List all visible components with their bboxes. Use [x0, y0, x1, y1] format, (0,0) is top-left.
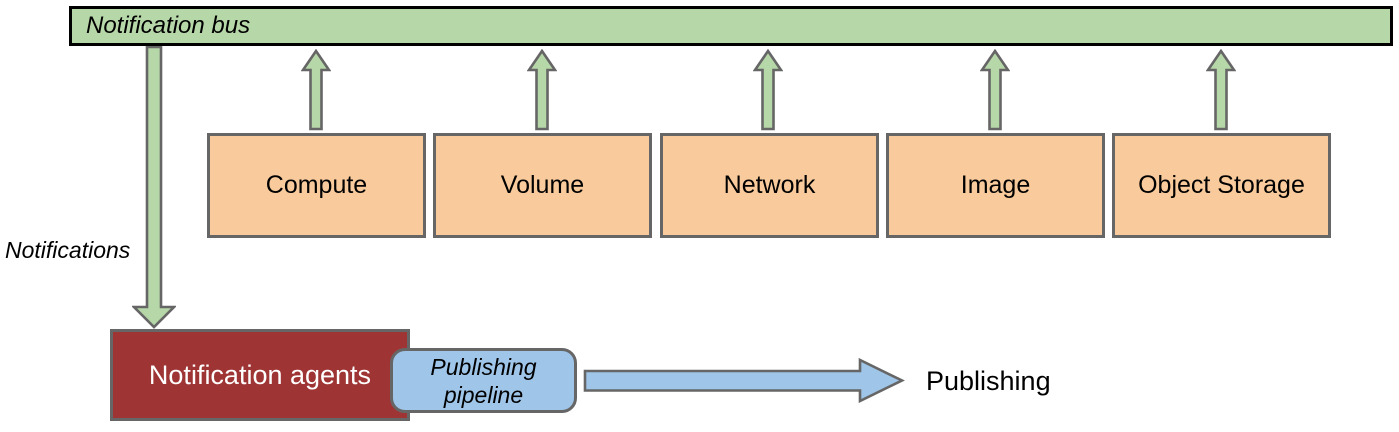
up-arrow-icon: [753, 49, 783, 131]
service-box-network: Network: [660, 133, 879, 238]
service-label: Network: [723, 171, 816, 199]
notification-agents-box: Notification agents: [110, 329, 410, 421]
service-box-volume: Volume: [433, 133, 652, 238]
service-box-image: Image: [886, 133, 1105, 238]
service-label: Object Storage: [1138, 171, 1305, 199]
service-label: Compute: [265, 171, 368, 199]
notification-agents-label: Notification agents: [148, 359, 372, 390]
up-arrow-icon: [527, 49, 557, 131]
publishing-pipeline-box: Publishing pipeline: [390, 348, 577, 413]
notifications-label: Notifications: [5, 237, 131, 263]
publishing-pipeline-label: Publishing pipeline: [430, 353, 537, 408]
up-arrow-icon: [1206, 49, 1236, 131]
service-label: Volume: [500, 171, 585, 199]
right-arrow-icon: [583, 358, 905, 403]
down-arrow-icon: [132, 46, 176, 329]
publishing-label: Publishing: [926, 366, 1051, 396]
service-box-compute: Compute: [207, 133, 426, 238]
service-box-object-storage: Object Storage: [1112, 133, 1331, 238]
notification-bus-bar: Notification bus: [69, 6, 1393, 46]
service-label: Image: [960, 171, 1031, 199]
up-arrow-icon: [301, 49, 331, 131]
up-arrow-icon: [980, 49, 1010, 131]
notification-bus-label: Notification bus: [86, 12, 251, 39]
